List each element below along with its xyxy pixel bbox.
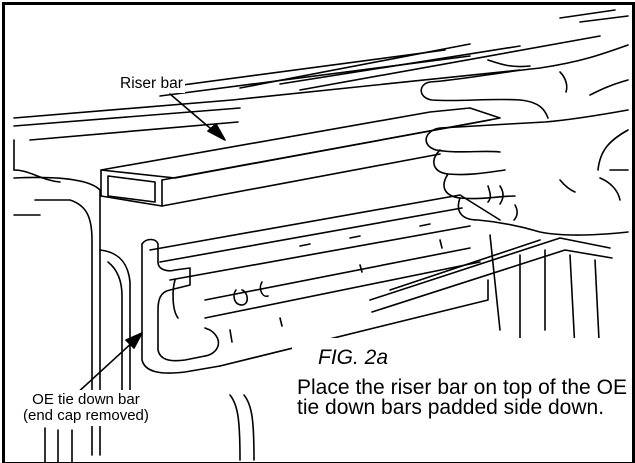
- instruction-text: Place the riser bar on top of the OE tie…: [297, 376, 627, 419]
- upper-hand: [420, 44, 629, 119]
- riser-bar-leader: [169, 93, 218, 135]
- figure-caption: FIG. 2a Place the riser bar on top of th…: [292, 338, 630, 462]
- oe-tie-down-bar-label-line2: (end cap removed): [23, 407, 149, 424]
- leader-arrows: [74, 93, 226, 396]
- oe-tie-down-bar: [141, 194, 501, 374]
- oe-bar-leader: [74, 339, 136, 396]
- oe-tie-down-bar-label: OE tie down bar (end cap removed): [20, 390, 152, 426]
- riser-bar: [100, 107, 501, 207]
- riser-bar-arrowhead: [207, 123, 226, 141]
- machine-left-body: [13, 176, 255, 463]
- oe-tie-down-bar-label-line1: OE tie down bar: [32, 391, 140, 408]
- figure-number: FIG. 2a: [318, 346, 389, 369]
- lower-hand: [425, 109, 629, 236]
- riser-bar-label: Riser bar: [118, 75, 185, 93]
- oe-bar-arrowhead: [125, 332, 143, 349]
